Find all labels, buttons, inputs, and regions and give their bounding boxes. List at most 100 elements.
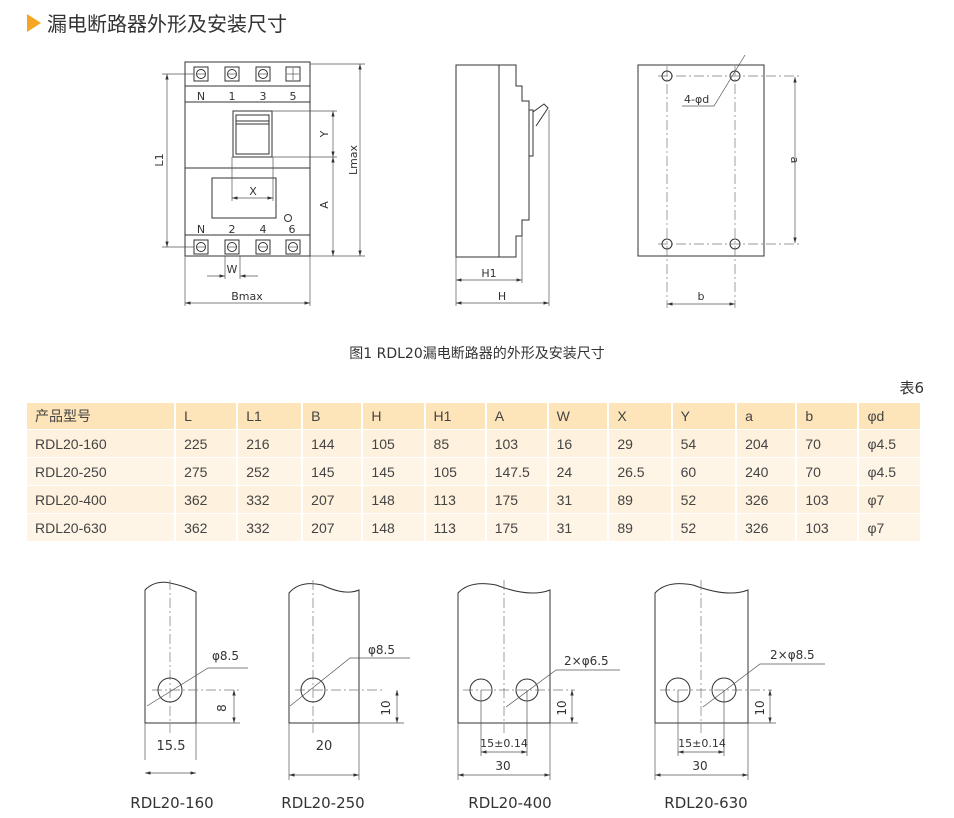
table-cell: 175 [486, 486, 547, 514]
table-cell: RDL20-400 [27, 486, 175, 514]
table-cell: 225 [176, 430, 237, 458]
section-title: 漏电断路器外形及安装尺寸 [47, 12, 287, 36]
width-label: 30 [692, 759, 707, 773]
dim-l1: L1 [153, 153, 166, 166]
height-label: 10 [379, 700, 393, 715]
model-label: RDL20-160 [130, 794, 213, 812]
table-cell: 362 [176, 486, 237, 514]
width-label: 15.5 [157, 739, 186, 754]
table-cell: 145 [303, 458, 362, 486]
column-header: A [486, 403, 547, 430]
table-cell: 326 [737, 486, 796, 514]
back-view: 4-φd a b [637, 54, 801, 308]
section-heading: 漏电断路器外形及安装尺寸 [27, 8, 287, 37]
height-label: 10 [753, 700, 767, 715]
table-cell: 147.5 [486, 458, 547, 486]
dim-b-spacing: b [698, 290, 705, 303]
table-cell: RDL20-250 [27, 458, 175, 486]
busbar-rdl20-160: φ8.5 8 15.5 RDL20-160 [130, 580, 248, 812]
table-cell: RDL20-630 [27, 514, 175, 542]
model-label: RDL20-630 [664, 794, 747, 812]
dim-y: Y [318, 130, 331, 138]
figure-caption: 图1 RDL20漏电断路器的外形及安装尺寸 [349, 346, 605, 362]
side-view: H1 H [455, 64, 550, 306]
table-cell: 103 [797, 514, 858, 542]
terminal-label: 3 [260, 90, 267, 103]
busbar-rdl20-630: 2×φ8.5 10 15±0.14 30 RDL20-630 [654, 580, 825, 812]
column-header: B [303, 403, 362, 430]
triangle-bullet-icon [27, 13, 41, 32]
table-cell: 113 [425, 514, 485, 542]
hole-label: φ8.5 [212, 649, 239, 663]
column-header: H1 [425, 403, 485, 430]
table-cell: φ7 [859, 486, 920, 514]
hole-label: 2×φ6.5 [564, 654, 609, 668]
table-cell: 326 [737, 514, 796, 542]
handle [232, 110, 273, 158]
height-label: 8 [215, 704, 229, 712]
holes-label: 4-φd [684, 93, 709, 106]
dim-a-spacing: a [788, 157, 801, 164]
table-cell: 332 [238, 486, 302, 514]
front-view: N 1 3 5 N 2 4 6 [153, 61, 365, 306]
column-header: a [737, 403, 796, 430]
table-cell: 148 [363, 486, 424, 514]
terminal-label: N [197, 90, 205, 103]
hole-label: φ8.5 [368, 643, 395, 657]
table-cell: 275 [176, 458, 237, 486]
table-cell: 145 [363, 458, 424, 486]
table-cell: 148 [363, 514, 424, 542]
column-header: Y [672, 403, 736, 430]
table-cell: 31 [548, 486, 608, 514]
terminal-label: 5 [290, 90, 297, 103]
column-header: X [609, 403, 671, 430]
terminal-label: 6 [289, 223, 296, 236]
hole-label: 2×φ8.5 [770, 648, 815, 662]
dim-h: H [498, 290, 506, 303]
busbar-rdl20-250: φ8.5 10 20 RDL20-250 [281, 580, 410, 812]
column-header: 产品型号 [27, 403, 175, 430]
dim-lmax: Lmax [347, 144, 360, 175]
table-cell: 113 [425, 486, 485, 514]
table-cell: 216 [238, 430, 302, 458]
dim-x: X [249, 185, 257, 198]
table-cell: 16 [548, 430, 608, 458]
column-header: b [797, 403, 858, 430]
table-cell: φ7 [859, 514, 920, 542]
table-cell: 105 [363, 430, 424, 458]
table-cell: 89 [609, 486, 671, 514]
table-cell: 70 [797, 430, 858, 458]
table-cell: φ4.5 [859, 430, 920, 458]
table-cell: 240 [737, 458, 796, 486]
top-terminals [193, 66, 301, 82]
column-header: φd [859, 403, 920, 430]
table-cell: 252 [238, 458, 302, 486]
table-cell: RDL20-160 [27, 430, 175, 458]
pitch-label: 15±0.14 [678, 737, 726, 750]
table-cell: φ4.5 [859, 458, 920, 486]
table-cell: 31 [548, 514, 608, 542]
terminal-label: 2 [229, 223, 236, 236]
terminal-label: 4 [260, 223, 267, 236]
table-cell: 175 [486, 514, 547, 542]
model-label: RDL20-400 [468, 794, 551, 812]
table-cell: 332 [238, 514, 302, 542]
table-cell: 70 [797, 458, 858, 486]
table-cell: 85 [425, 430, 485, 458]
table-cell: 26.5 [609, 458, 671, 486]
table-cell: 60 [672, 458, 736, 486]
model-label: RDL20-250 [281, 794, 364, 812]
dim-bmax: Bmax [231, 290, 263, 303]
width-label: 20 [316, 739, 333, 754]
table-cell: 204 [737, 430, 796, 458]
column-header: L1 [238, 403, 302, 430]
table-cell: 52 [672, 514, 736, 542]
table-cell: 103 [797, 486, 858, 514]
